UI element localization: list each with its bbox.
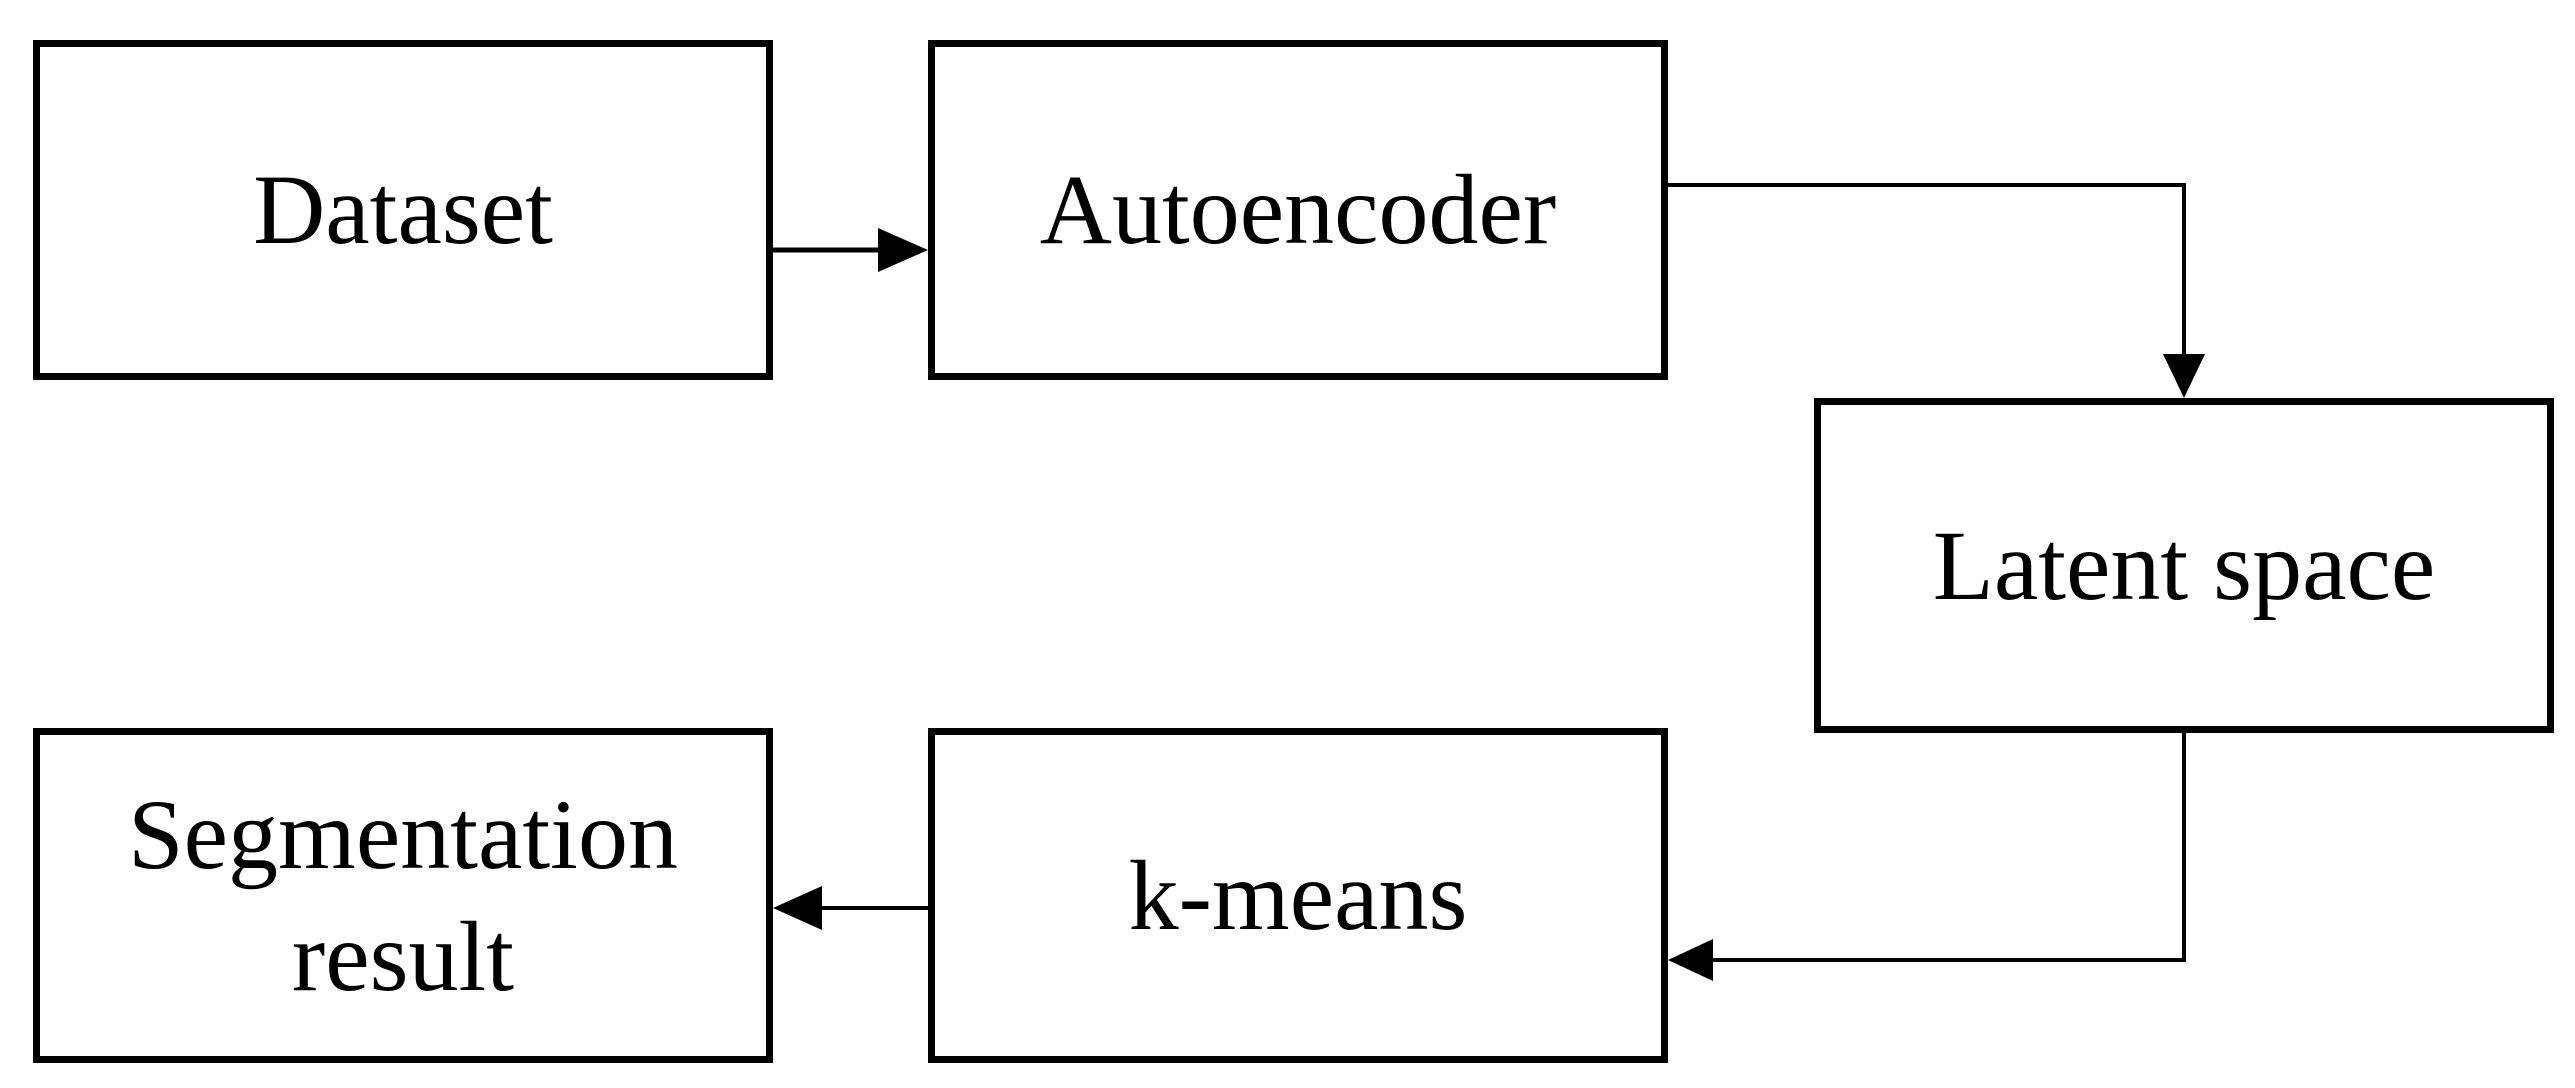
edge-latent-space-to-kmeans	[1668, 733, 2186, 981]
kmeans-node: k-means	[928, 728, 1668, 1063]
dataset-node: Dataset	[33, 40, 773, 380]
segmentation-result-line-1: Segmentation	[128, 778, 678, 890]
dataset-label: Dataset	[253, 154, 553, 265]
segmentation-result-label: Segmentation result	[128, 774, 678, 1018]
edge-dataset-to-autoencoder	[773, 228, 928, 272]
segmentation-result-node: Segmentation result	[33, 728, 773, 1063]
latent-space-label: Latent space	[1932, 509, 2436, 621]
autoencoder-node: Autoencoder	[928, 40, 1668, 380]
autoencoder-label: Autoencoder	[1039, 154, 1557, 265]
edge-kmeans-to-segmentation	[773, 886, 928, 930]
latent-space-node: Latent space	[1814, 398, 2554, 733]
edge-autoencoder-to-latent-space	[1668, 183, 2205, 398]
kmeans-label: k-means	[1128, 839, 1468, 951]
segmentation-result-line-2: result	[291, 900, 515, 1012]
